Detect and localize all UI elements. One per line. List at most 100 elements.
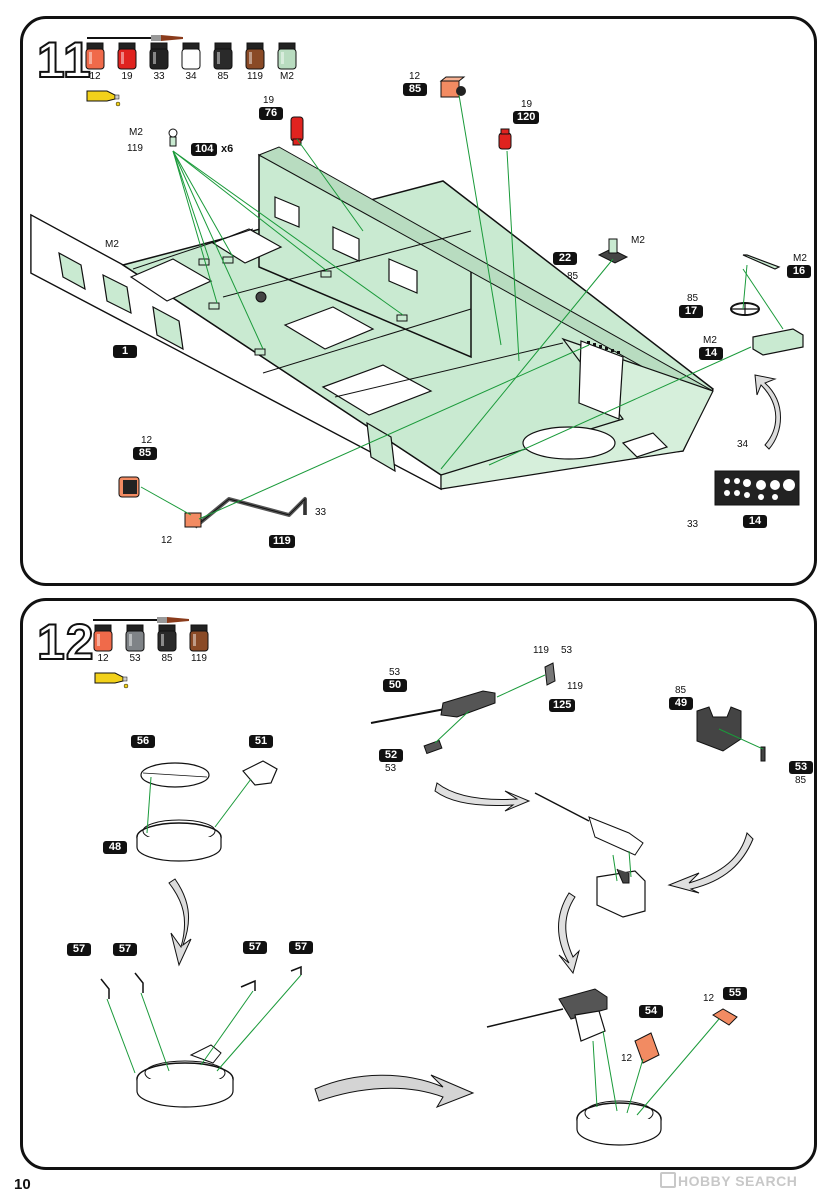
light-part-120 [498,128,512,150]
paint-jar: 33 [147,41,171,82]
color-code-label: 34 [737,439,749,450]
part-number-badge: 55 [723,987,747,1000]
color-code-label: 119 [127,143,143,154]
direction-arrow-icon [558,892,580,975]
paint-jar-icon [117,42,137,70]
paint-jar-icon [245,42,265,70]
part-number-badge: 56 [131,735,155,748]
part-number-badge: 57 [67,943,91,956]
cement-glue-icon [94,672,129,689]
paint-jar-icon [157,624,177,652]
color-code-label: 12 [621,1053,633,1064]
step-11-diagram [30,76,804,529]
color-code-label: M2 [793,253,807,264]
color-code-label: 119 [567,681,583,692]
grip-part-52 [423,739,443,755]
color-code-label: 12 [161,535,173,546]
paint-code-label: 119 [247,71,263,82]
bracket-parts-57 [100,965,302,999]
paint-color-list: 12 53 85 119 [91,623,211,664]
paint-jar: 12 [91,623,115,664]
part-number-badge: 85 [133,447,157,460]
shield-part-55 [712,1008,738,1026]
paint-jar: 53 [123,623,147,664]
turret-ring-assembly [136,1044,234,1108]
gun-subassembly [534,792,646,918]
color-code-label: 85 [567,271,579,282]
step-number: 12 [36,614,95,670]
paint-code-label: 85 [161,653,173,664]
part-number-badge: 50 [383,679,407,692]
color-code-label: 33 [687,519,699,530]
page-number: 10 [14,1176,31,1193]
part-number-badge: 51 [249,735,273,748]
pin-part-53 [760,746,766,762]
color-code-label: 53 [561,645,573,656]
paintbrush-icon [93,617,189,623]
light-part-76 [290,116,304,146]
bracket-part-14 [752,328,804,356]
color-code-label: 85 [687,293,699,304]
direction-arrow-icon [667,832,754,894]
hobby-search-logo-icon [660,1172,676,1188]
part-number-badge: 104 [191,143,218,156]
paint-code-label: 19 [121,71,133,82]
paint-jar: 19 [115,41,139,82]
part-number-badge: 85 [403,83,427,96]
bracket-part-12 [184,512,202,528]
paint-jar-icon [85,42,105,70]
turret-ring-part-48 [136,819,222,862]
step-number: 11 [36,32,92,88]
decal-sheet-14 [714,470,800,506]
part-number-badge: 119 [269,535,295,548]
paint-jar-icon [213,42,233,70]
part-number-badge: 52 [379,749,403,762]
light-part-85 [439,76,466,98]
rotate-arrow-icon [754,374,781,450]
part-number-badge: 57 [243,941,267,954]
paint-jar-icon [181,42,201,70]
part-number-badge: 120 [513,111,540,124]
paint-code-label: 53 [129,653,141,664]
paint-code-label: 12 [97,653,109,664]
paint-jar-icon [149,42,169,70]
final-assembly [486,988,662,1146]
direction-arrow-icon [168,878,192,967]
part-number-badge: 48 [103,841,127,854]
part-number-badge: 53 [789,761,813,774]
machine-gun-part-50 [370,690,496,724]
color-code-label: 12 [141,435,153,446]
paint-jar-icon [189,624,209,652]
part-number-badge: 76 [259,107,283,120]
light-part-85b [118,476,140,498]
direction-arrow-icon [434,782,531,812]
color-code-label: M2 [703,335,717,346]
hook-part-104 [168,128,178,147]
paint-code-label: M2 [280,71,294,82]
paint-jar: M2 [275,41,299,82]
paint-jar-icon [277,42,297,70]
color-code-label: 19 [521,99,533,110]
steering-wheel-part-17 [730,302,760,316]
paint-code-label: 85 [217,71,229,82]
paint-jar: 85 [155,623,179,664]
paint-jar: 85 [211,41,235,82]
paintbrush-icon [87,35,183,41]
part-number-badge: 125 [549,699,576,712]
paint-code-label: 33 [153,71,165,82]
paint-code-label: 12 [89,71,101,82]
part-number-badge: 16 [787,265,811,278]
color-code-label: M2 [129,127,143,138]
part-number-badge: 14 [743,515,767,528]
color-code-label: 33 [315,507,327,518]
color-code-label: M2 [631,235,645,246]
paint-jar: 119 [243,41,267,82]
cement-glue-icon [86,90,121,107]
part-number-badge: 57 [289,941,313,954]
paint-jar: 119 [187,623,211,664]
color-code-label: 12 [703,993,715,1004]
handle-part-16 [742,254,781,270]
color-code-label: 85 [795,775,807,786]
